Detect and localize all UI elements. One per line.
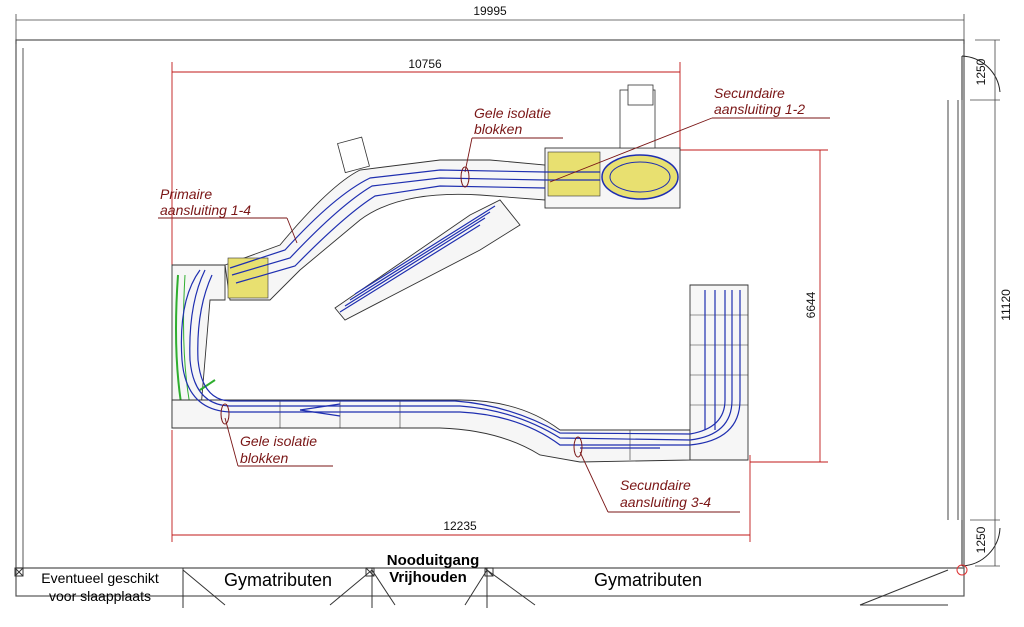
door-bottom-icon (961, 520, 1001, 567)
dimension-room-height (970, 39, 1000, 567)
callout-secondary-34-line2: aansluiting 3-4 (620, 494, 711, 510)
callout-primary-line1: Primaire (160, 186, 212, 202)
dim-layout-bottom-label: 12235 (443, 519, 477, 533)
callout-yellow-top-line1: Gele isolatie (474, 105, 551, 121)
callout-primary-line2: aansluiting 1-4 (160, 202, 251, 218)
emergency-exit-line2: Vrijhouden (389, 569, 467, 586)
dim-door-bottom-label: 1250 (974, 526, 988, 553)
callout-yellow-bottom-line2: blokken (240, 450, 288, 466)
dimension-layout-top (171, 62, 681, 265)
dim-door-top-label: 1250 (974, 58, 988, 85)
dim-room-width-label: 19995 (473, 4, 507, 18)
dimension-layout-bottom (171, 430, 751, 542)
callout-secondary-12-line2: aansluiting 1-2 (714, 101, 805, 117)
sleeping-area-line2: voor slaapplaats (49, 588, 151, 604)
room-outline (15, 39, 965, 597)
dim-layout-height-label: 6644 (804, 291, 818, 318)
callout-secondary-34-line1: Secundaire (620, 477, 691, 493)
railway-layout (171, 84, 749, 463)
door-top-icon (961, 55, 1001, 100)
callout-yellow-bottom-line1: Gele isolatie (240, 433, 317, 449)
callout-leaders (158, 117, 830, 513)
gym-equipment-left: Gymatributen (224, 570, 332, 590)
bottom-strip (14, 567, 949, 608)
callout-secondary-12-line1: Secundaire (714, 85, 785, 101)
sleeping-area-line1: Eventueel geschikt (41, 570, 159, 586)
dimension-room-width (15, 14, 965, 44)
emergency-exit-line1: Nooduitgang (387, 552, 479, 569)
callout-yellow-top-line2: blokken (474, 121, 522, 137)
dim-layout-top-label: 10756 (408, 57, 442, 71)
dim-room-height-label: 11120 (999, 289, 1013, 321)
dimension-layout-height (680, 149, 828, 463)
track-lines (180, 169, 741, 449)
gym-equipment-right: Gymatributen (594, 570, 702, 590)
